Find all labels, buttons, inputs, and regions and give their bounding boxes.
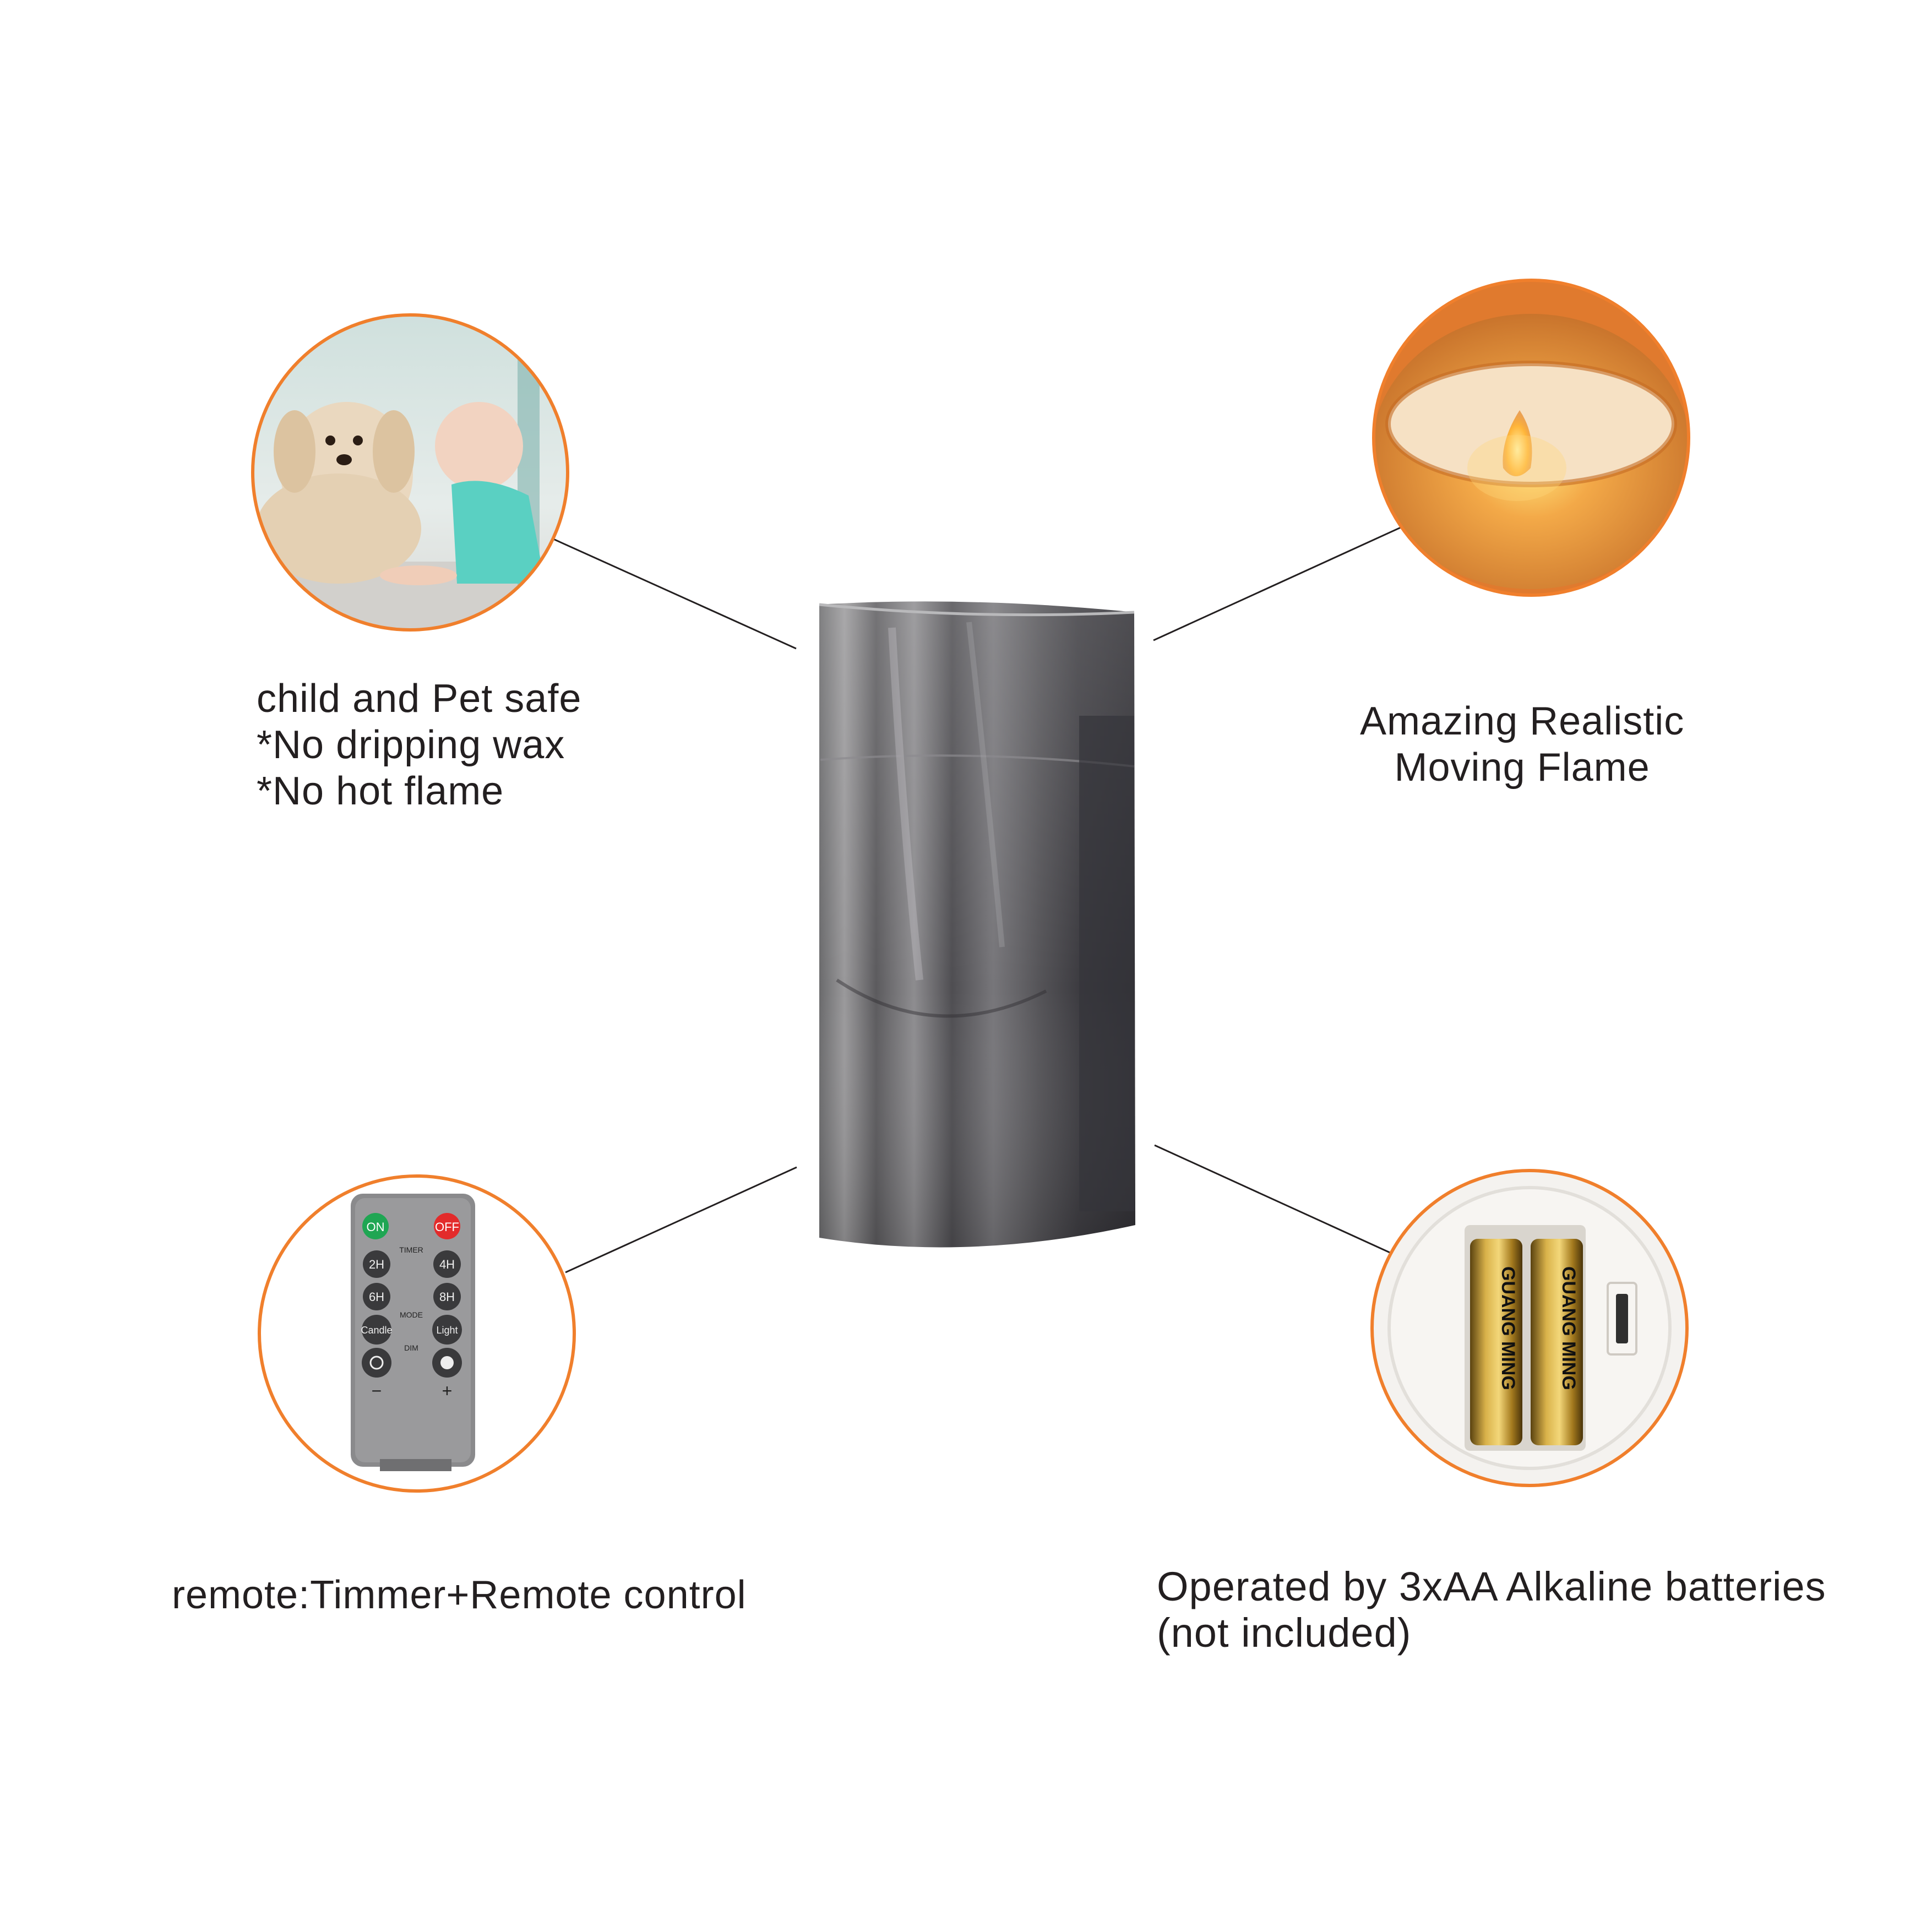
ring-top-right: [1372, 279, 1690, 597]
remote-plus-label: +: [442, 1381, 453, 1401]
dog-and-baby-photo: [254, 316, 567, 629]
remote-2h-button: [363, 1250, 390, 1278]
connector-top-right: [1153, 524, 1407, 641]
remote-8h-label: 8H: [439, 1290, 455, 1304]
remote-2h-label: 2H: [369, 1258, 384, 1271]
connector-lines: [553, 524, 1407, 1274]
caption-batteries: Operated by 3xAA Alkaline batteries (not…: [1157, 1564, 1826, 1656]
remote-light-button: [432, 1315, 462, 1345]
remote-4h-button: [433, 1250, 461, 1278]
remote-6h-button: [363, 1283, 390, 1310]
caption-line: remote:Timmer+Remote control: [172, 1573, 747, 1617]
remote-on-button: [362, 1213, 389, 1239]
caption-line: Operated by 3xAA Alkaline batteries: [1157, 1564, 1826, 1609]
battery-right-brand: GUANG MING: [1558, 1266, 1579, 1390]
caption-line: child and Pet safe: [257, 677, 582, 721]
remote-on-label: ON: [367, 1220, 385, 1234]
ring-bottom-left: [258, 1174, 576, 1493]
remote-timer-label: TIMER: [399, 1245, 423, 1254]
caption-realistic-flame: Amazing Realistic Moving Flame: [1360, 698, 1684, 791]
battery-left: [1470, 1239, 1522, 1445]
caption-child-pet-safe: child and Pet safe *No dripping wax *No …: [257, 676, 581, 814]
battery-branding: GUANG MING GUANG MING: [1498, 1266, 1579, 1390]
remote-candle-button: [362, 1315, 391, 1345]
remote-off-button: [434, 1213, 460, 1239]
remote-dim-down-icon: [362, 1348, 391, 1378]
connector-bottom-left: [565, 1166, 797, 1274]
remote-8h-button: [433, 1283, 461, 1310]
remote-dim-label: DIM: [404, 1343, 418, 1352]
connector-bottom-right: [1154, 1144, 1394, 1255]
battery-left-brand: GUANG MING: [1498, 1266, 1519, 1390]
ring-bottom-right: [1370, 1169, 1689, 1487]
remote-minus-label: −: [372, 1381, 382, 1401]
flickering-flame-candle-photo: [1375, 281, 1688, 594]
remote-candle-label: Candle: [361, 1325, 392, 1336]
remote-6h-label: 6H: [369, 1290, 384, 1304]
remote-mode-label: MODE: [400, 1310, 423, 1319]
caption-line: Moving Flame: [1394, 745, 1650, 790]
remote-off-label: OFF: [435, 1220, 459, 1234]
connector-top-left: [553, 538, 797, 650]
orange-rings: [251, 279, 1690, 1493]
caption-line: Amazing Realistic: [1360, 699, 1685, 743]
smoky-glass-candle-photo: [819, 601, 1135, 1248]
remote-buttons: ON OFF TIMER 2H 4H 6H 8H MODE Candle Lig…: [361, 1213, 462, 1401]
caption-line: (not included): [1157, 1610, 1412, 1656]
caption-line: *No hot flame: [257, 769, 504, 813]
battery-right: [1531, 1239, 1583, 1445]
ring-top-left: [251, 313, 569, 632]
battery-compartment-photo: [1373, 1172, 1686, 1484]
caption-remote-control: remote:Timmer+Remote control: [172, 1572, 747, 1618]
remote-4h-label: 4H: [439, 1258, 455, 1271]
remote-light-label: Light: [436, 1325, 458, 1336]
caption-line: *No dripping wax: [257, 723, 565, 767]
